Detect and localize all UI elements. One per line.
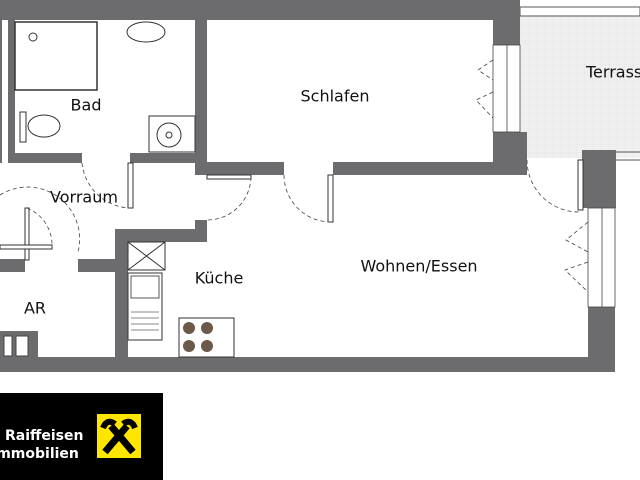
logo-text: Raiffeisen Immobilien [0, 428, 84, 462]
window-wohnen [587, 207, 616, 308]
raiffeisen-logo: Raiffeisen Immobilien [0, 393, 163, 480]
doors [0, 59, 589, 293]
room-label-ar: AR [23, 298, 47, 318]
room-label-kueche: Küche [194, 268, 244, 288]
room-label-terrasse: Terrasse [586, 62, 640, 82]
toilet [27, 114, 61, 138]
room-label-vorraum: Vorraum [50, 187, 118, 207]
room-label-wohnen: Wohnen/Essen [360, 256, 478, 276]
terrace-area [520, 14, 640, 158]
shower [14, 21, 98, 91]
terrace-railing [519, 6, 640, 17]
bathroom-sink [126, 21, 166, 43]
room-label-bad: Bad [70, 95, 102, 115]
room-label-schlafen: Schlafen [300, 86, 370, 106]
raiffeisen-gable-cross-icon [97, 414, 141, 458]
window-schlafen [492, 44, 521, 133]
